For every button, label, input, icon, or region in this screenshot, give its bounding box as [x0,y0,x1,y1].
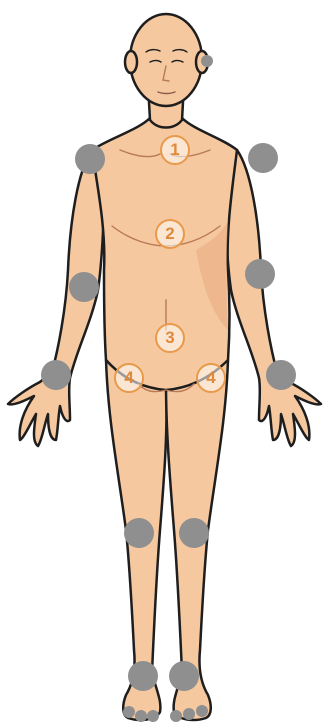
left-arm [225,150,321,446]
right-elbow-marker[interactable] [69,272,99,302]
right-toe-marker[interactable] [135,710,147,722]
region-marker-2[interactable]: 2 [155,219,185,249]
left-knee-marker[interactable] [179,518,209,548]
region-marker-4-right[interactable]: 4 [114,363,144,393]
region-marker-1[interactable]: 1 [160,135,190,165]
right-shoulder-marker[interactable] [75,144,105,174]
right-wrist-marker[interactable] [41,360,71,390]
right-knee-marker[interactable] [124,518,154,548]
right-toe-marker[interactable] [123,706,135,718]
left-shoulder-marker[interactable] [248,143,278,173]
right-toe-marker[interactable] [147,710,159,722]
left-wrist-marker[interactable] [266,360,296,390]
right-ankle-marker[interactable] [128,661,158,691]
right-ear-marker[interactable] [201,55,213,67]
right-ear-shape [125,51,137,73]
region-marker-3[interactable]: 3 [155,323,185,353]
left-elbow-marker[interactable] [245,259,275,289]
head [130,14,202,106]
left-toe-marker[interactable] [183,708,195,720]
left-ankle-marker[interactable] [169,661,199,691]
left-toe-marker[interactable] [196,705,208,717]
region-marker-4-left[interactable]: 4 [196,363,226,393]
left-toe-marker[interactable] [170,710,182,722]
